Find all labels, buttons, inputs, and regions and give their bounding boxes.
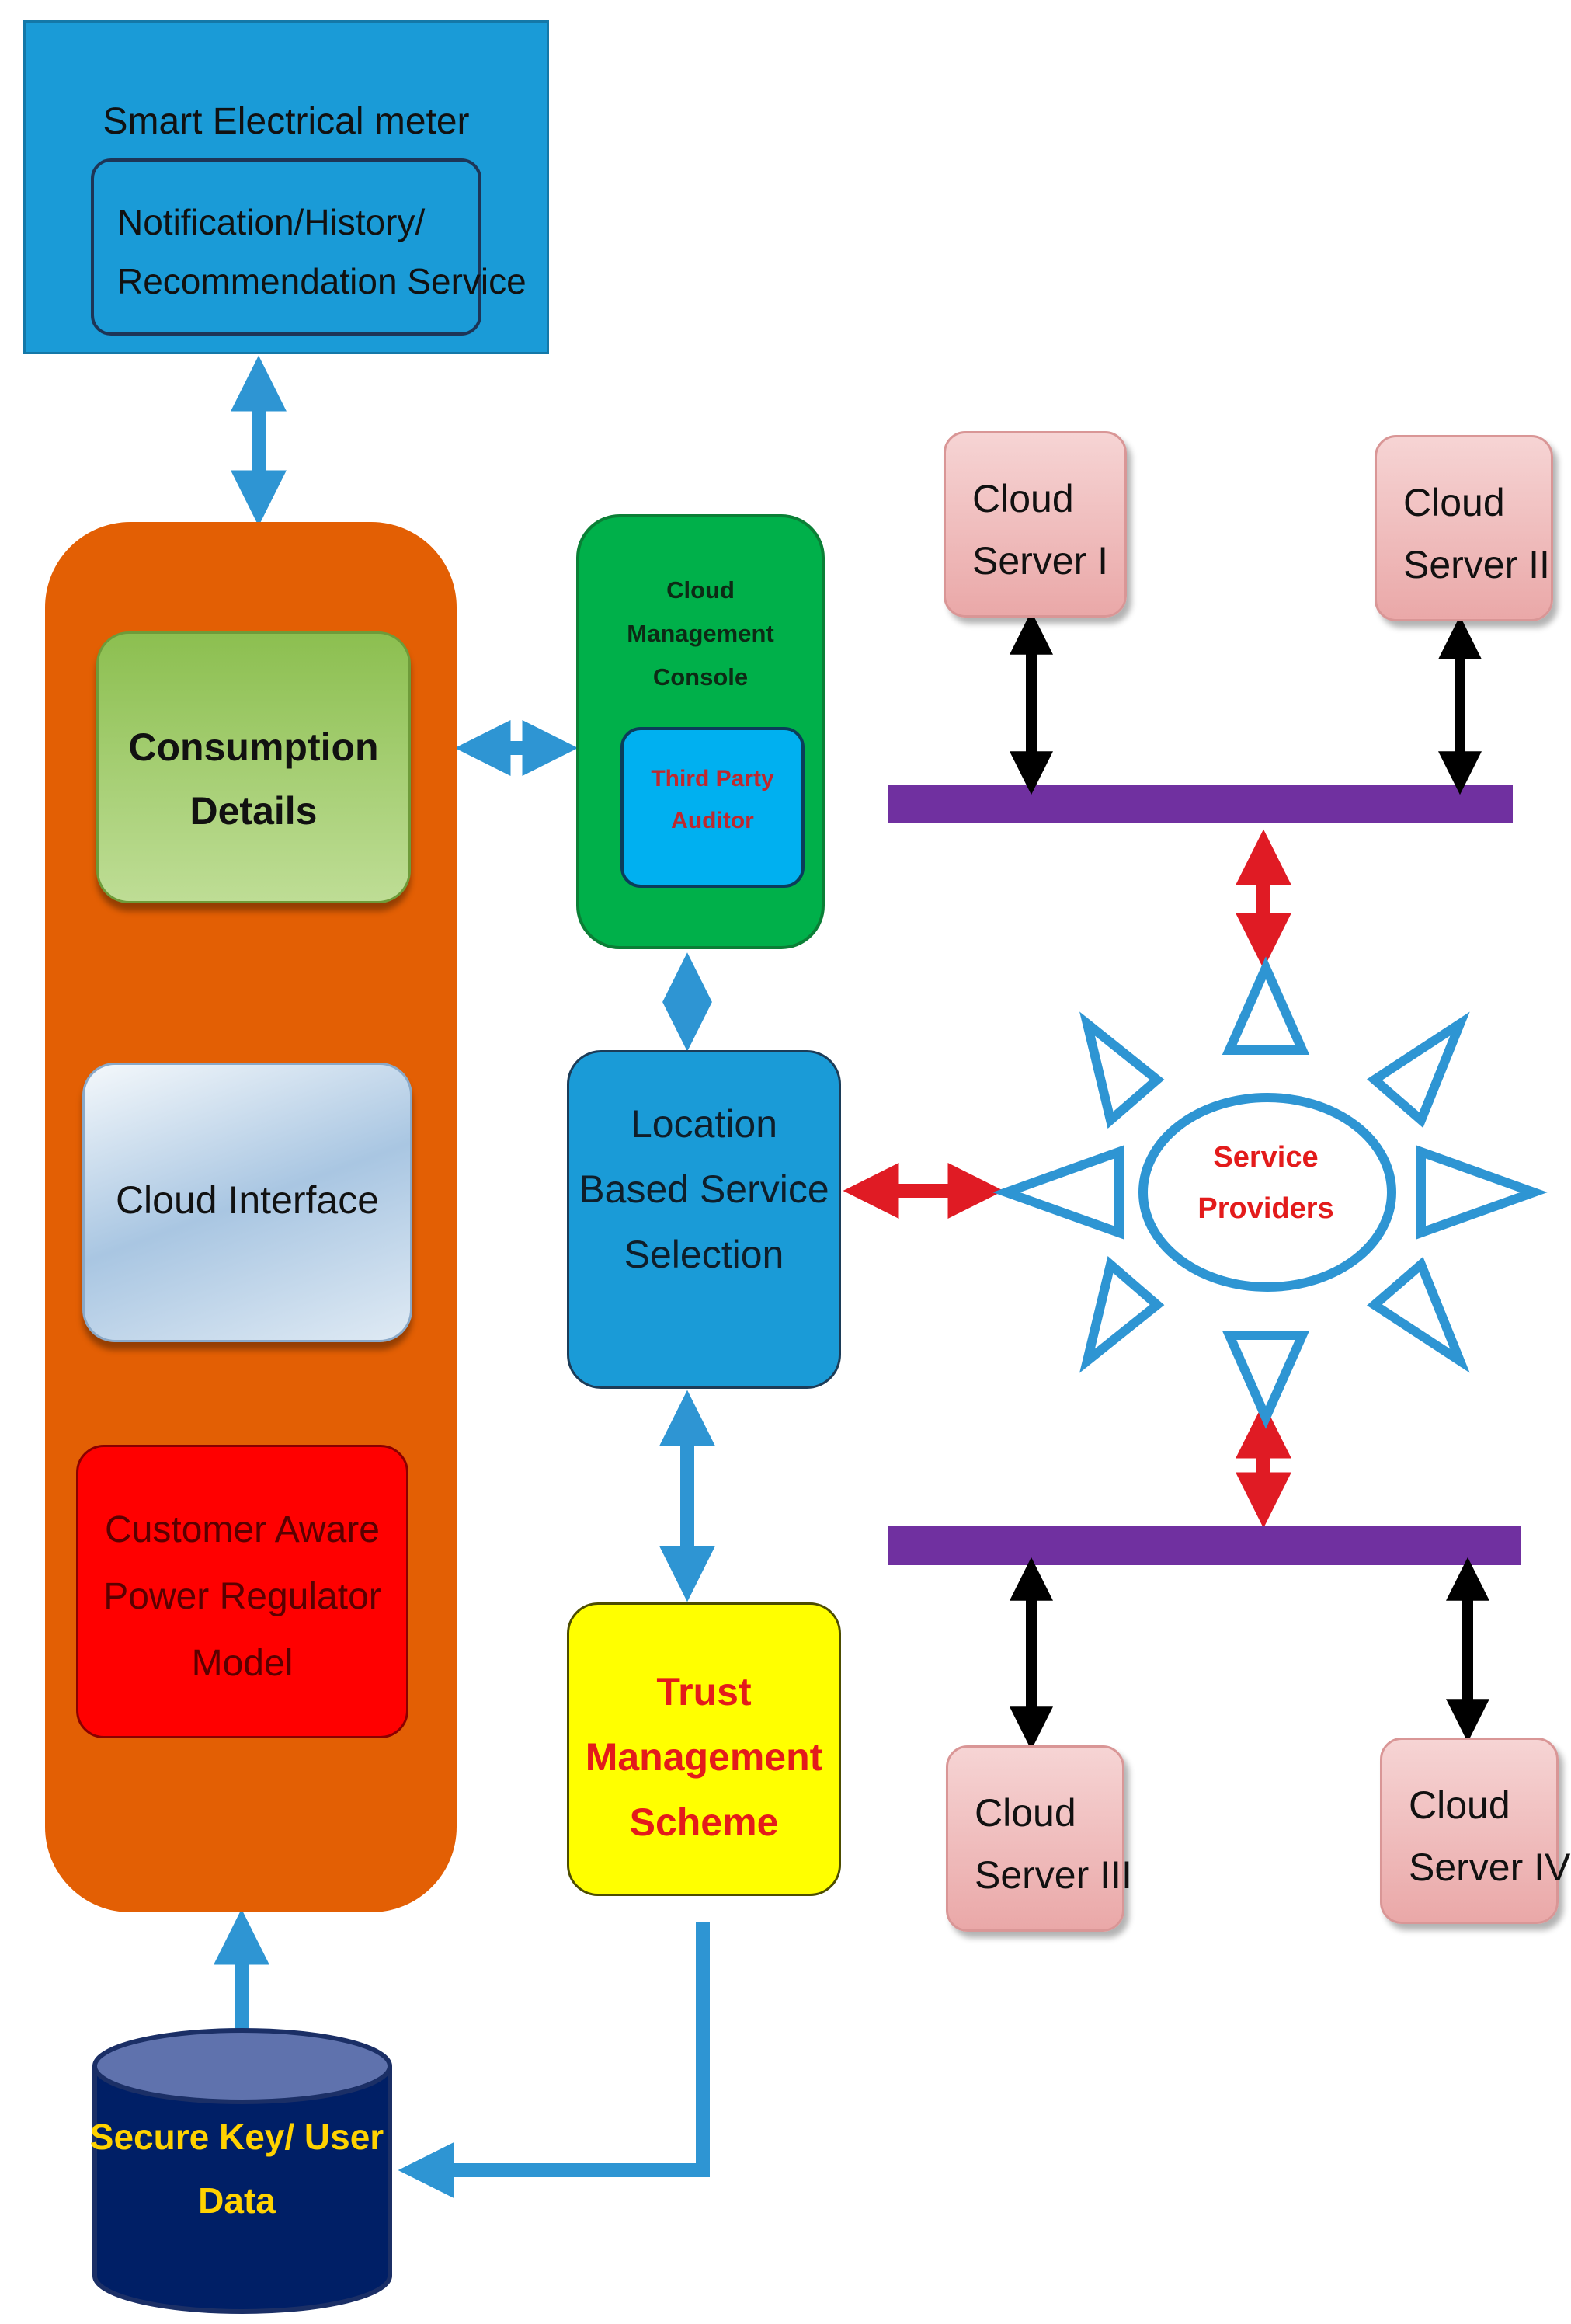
server-line: Server IV	[1409, 1846, 1571, 1889]
database-line: Secure Key/ User	[89, 2117, 384, 2157]
notification-service-line: Recommendation Service	[117, 261, 527, 301]
location-line: Location	[630, 1102, 778, 1146]
power-regulator-label: Customer Aware Power Regulator Model	[78, 1497, 406, 1697]
smart-meter-title: Smart Electrical meter	[103, 101, 470, 142]
trust-management-label: Trust Management Scheme	[569, 1659, 839, 1855]
auditor-line: Third Party	[651, 766, 774, 791]
consumption-line: Consumption	[128, 725, 379, 769]
server-label: Cloud Server IV	[1409, 1774, 1570, 1898]
cloud-management-console-box: Cloud Management Console Third Party Aud…	[576, 514, 825, 949]
consumption-details-box: Consumption Details	[96, 631, 411, 903]
server-line: Cloud	[975, 1791, 1076, 1835]
auditor-line: Auditor	[671, 808, 754, 833]
database-cylinder	[92, 2028, 392, 2314]
power-regulator-box: Customer Aware Power Regulator Model	[76, 1445, 408, 1738]
top-server-bus	[888, 785, 1513, 823]
trust-management-box: Trust Management Scheme	[567, 1602, 841, 1896]
cloud-interface-label: Cloud Interface	[115, 1178, 380, 1222]
console-label: Cloud Management Console	[579, 569, 822, 699]
regulator-line: Power Regulator	[103, 1576, 381, 1617]
service-providers-line: Service	[1213, 1141, 1319, 1174]
trust-line: Management	[585, 1735, 823, 1779]
notification-service-label: Notification/History/ Recommendation Ser…	[94, 193, 527, 311]
cloud-server-2: Cloud Server II	[1375, 435, 1553, 621]
notification-service-line: Notification/History/	[117, 202, 426, 242]
notification-service-box: Notification/History/ Recommendation Ser…	[91, 158, 527, 336]
db-trust-arrow	[398, 1922, 710, 2198]
server-line: Server III	[975, 1853, 1132, 1897]
third-party-auditor-box: Third Party Auditor	[620, 727, 805, 888]
server-line: Cloud	[972, 477, 1074, 520]
cloud-interface-box: Cloud Interface	[82, 1063, 412, 1342]
smart-meter-box: Smart Electrical meter Notification/Hist…	[23, 20, 549, 354]
service-providers-line: Providers	[1197, 1192, 1334, 1225]
regulator-line: Model	[191, 1643, 294, 1684]
console-line: Console	[652, 663, 749, 691]
cloud-server-3: Cloud Server III	[946, 1745, 1132, 1932]
location-service-box: Location Based Service Selection	[567, 1050, 841, 1389]
consumption-details-label: Consumption Details	[99, 715, 408, 843]
location-line: Based Service	[579, 1167, 829, 1211]
secure-key-database-label: Secure Key/ User Data	[82, 2105, 392, 2232]
server-label: Cloud Server III	[975, 1782, 1132, 1906]
consumption-line: Details	[189, 789, 318, 833]
cloud-server-4: Cloud Server IV	[1380, 1738, 1570, 1924]
service-providers-star	[992, 956, 1548, 1429]
server-line: Cloud	[1403, 481, 1505, 524]
location-service-label: Location Based Service Selection	[569, 1091, 839, 1287]
console-line: Management	[627, 620, 774, 647]
console-line: Cloud	[666, 576, 735, 604]
location-line: Selection	[624, 1233, 784, 1276]
regulator-line: Customer Aware	[105, 1509, 380, 1550]
service-providers-label: Service Providers	[1188, 1132, 1343, 1234]
server-line: Cloud	[1409, 1783, 1510, 1827]
trust-line: Trust	[656, 1670, 752, 1713]
server-line: Server I	[972, 539, 1109, 583]
server-label: Cloud Server II	[1403, 471, 1550, 596]
bottom-server-bus	[888, 1526, 1521, 1565]
server-label: Cloud Server I	[972, 468, 1108, 592]
trust-line: Scheme	[629, 1800, 779, 1844]
server-line: Server II	[1403, 543, 1550, 586]
third-party-auditor-label: Third Party Auditor	[624, 758, 801, 842]
cloud-server-1: Cloud Server I	[944, 431, 1127, 618]
database-line: Data	[198, 2180, 276, 2221]
